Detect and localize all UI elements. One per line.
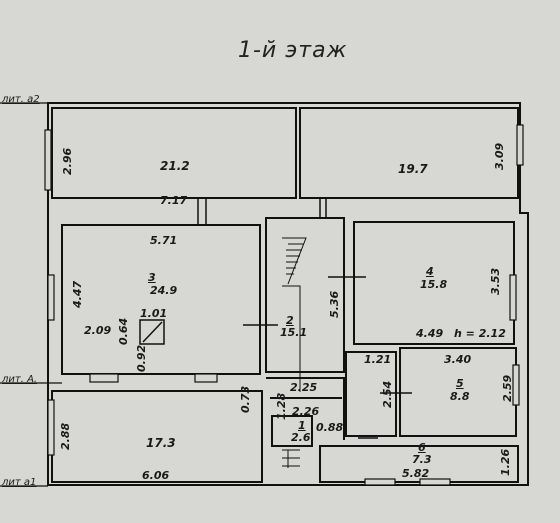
- window: [47, 399, 55, 456]
- room-3-number: 3: [148, 271, 156, 284]
- room-5-area: 8.8: [450, 390, 470, 403]
- room-4-width: 4.49: [416, 327, 444, 340]
- room-2-dim: 5.36: [328, 290, 341, 318]
- room-121-dim: 1.21: [364, 353, 392, 366]
- room-5-dim-254: 2.54: [381, 380, 394, 408]
- room-a2-left-area: 21.2: [160, 159, 190, 173]
- room-a1-dim: 2.88: [59, 422, 72, 450]
- axis-label-a1: лит а1: [2, 477, 37, 488]
- stove-dim-101: 1.01: [140, 307, 168, 320]
- window: [509, 274, 517, 321]
- room-3-area: 24.9: [150, 284, 178, 297]
- window: [47, 274, 55, 321]
- room-3-left-dim: 4.47: [71, 280, 84, 308]
- room-5-number: 5: [456, 377, 464, 390]
- corridor-dim-128: 1.28: [275, 392, 288, 420]
- wall-a2: [51, 107, 297, 199]
- room-6-area: 7.3: [412, 453, 432, 466]
- room-6-number: 6: [418, 441, 426, 454]
- corridor-dim-088: 0.88: [316, 421, 344, 434]
- wall-a2-right: [299, 107, 519, 199]
- room-6-dim: 1.26: [499, 448, 512, 476]
- axis-label-A: лит. А.: [2, 374, 38, 385]
- window: [194, 373, 218, 383]
- room-2-number: 2: [286, 314, 294, 327]
- door: [197, 198, 207, 225]
- wall-room-6: [319, 445, 519, 483]
- room-4-dim: 3.53: [489, 267, 502, 295]
- wall-room-1: [271, 415, 313, 447]
- room-a1-area: 17.3: [146, 436, 176, 450]
- corridor-dim-226: 2.26: [292, 405, 320, 418]
- stove-dim-092: 0.92: [135, 344, 148, 372]
- room-a2-right-dim: 3.09: [493, 142, 506, 170]
- room-a1-width: 6.06: [142, 469, 170, 482]
- room-a2-right-area: 19.7: [398, 162, 428, 176]
- room-1-number: 1: [298, 419, 306, 432]
- room-3-top-dim: 7.17: [160, 194, 188, 207]
- window: [516, 124, 524, 166]
- ceiling-height: h = 2.12: [454, 327, 506, 340]
- room-3-dim-209: 2.09: [84, 324, 112, 337]
- stove-dim-064: 0.64: [117, 317, 130, 345]
- window: [44, 129, 52, 191]
- stairs: [282, 237, 307, 468]
- window: [364, 478, 396, 486]
- window: [89, 373, 119, 383]
- window: [419, 478, 451, 486]
- door: [319, 198, 327, 218]
- outer-wall: [47, 102, 529, 486]
- window: [512, 364, 520, 406]
- room-5-dim-259: 2.59: [501, 374, 514, 402]
- room-4-number: 4: [426, 265, 434, 278]
- wall-room-4: [353, 221, 515, 345]
- room-2-area: 15.1: [280, 326, 308, 339]
- room-6-width: 5.82: [402, 467, 430, 480]
- axis-label-a2: лит. а2: [2, 94, 40, 105]
- room-4-area: 15.8: [420, 278, 448, 291]
- wall-room-2: [265, 217, 345, 373]
- room-a2-left-dim: 2.96: [61, 147, 74, 175]
- corridor-dim-225: 2.25: [290, 381, 318, 394]
- room-1-area: 2.6: [291, 431, 311, 444]
- stove: [139, 319, 165, 345]
- corridor-dim-073: 0.73: [239, 385, 252, 413]
- room-5-dim-340: 3.40: [444, 353, 472, 366]
- room-3-width: 5.71: [150, 234, 178, 247]
- wall-room-5: [399, 347, 517, 437]
- plan-title: 1-й этаж: [238, 38, 348, 63]
- wall-room-3: [61, 224, 261, 375]
- wall-corridor: [266, 377, 345, 440]
- wall-room-121: [345, 351, 397, 437]
